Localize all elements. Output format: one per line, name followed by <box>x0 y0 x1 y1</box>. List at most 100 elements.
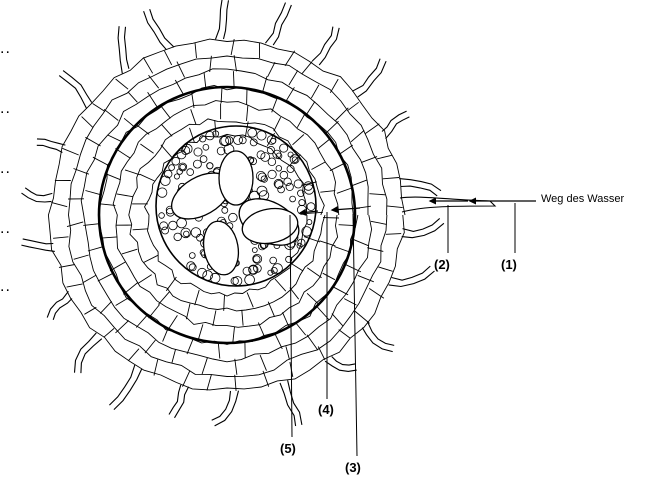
cortex-cell-wall <box>242 310 243 326</box>
cortex-cell-wall <box>318 346 325 360</box>
cortex-cell-wall <box>337 188 353 194</box>
stele-cell <box>268 170 276 178</box>
cortex-cell-wall <box>345 264 361 272</box>
root-hair <box>332 357 356 366</box>
stele-cell <box>177 218 187 228</box>
cortex-cell-wall <box>235 359 237 375</box>
stele-cell <box>203 144 209 150</box>
cortex-cell-wall <box>355 311 370 323</box>
cortex-cell-wall <box>348 102 359 110</box>
stele-cell <box>280 144 288 152</box>
root-hair <box>280 383 296 426</box>
cortex-cell-wall <box>320 191 335 193</box>
cortex-cell-wall <box>83 275 97 283</box>
cortex-cell-wall <box>247 105 248 121</box>
cortex-cell-wall <box>67 284 83 287</box>
cortex-cell-wall <box>187 339 193 355</box>
cortex-cell-wall <box>133 229 149 230</box>
cortex-cell-wall <box>163 329 168 342</box>
cortex-cell-wall <box>101 237 117 238</box>
stele-cell <box>248 128 257 137</box>
root-hair <box>23 239 54 244</box>
cortex-cell-wall <box>289 70 298 85</box>
cortex-cell-wall <box>172 350 176 364</box>
cortex-cell-wall <box>124 118 134 127</box>
stele-cell <box>161 176 171 186</box>
root-hair <box>352 59 380 92</box>
cortex-cell-wall <box>352 180 368 186</box>
cortex-cell-wall <box>140 144 153 153</box>
marker-1: (1) <box>501 257 517 272</box>
cortex-cell-wall <box>361 157 377 163</box>
cortex-cell-wall <box>93 104 105 112</box>
root-hair <box>37 145 63 152</box>
water-arrow-head <box>470 198 475 203</box>
stele-cell <box>307 203 315 211</box>
answer-blank-4: .. <box>0 220 11 238</box>
cortex-cell-wall <box>369 194 385 195</box>
xylem-vessel <box>219 151 253 205</box>
cortex-cell-wall <box>272 97 278 112</box>
cortex-cell-wall <box>336 108 349 121</box>
cortex-cell-wall <box>258 323 265 339</box>
root-hair <box>59 76 86 109</box>
root-hair <box>37 139 65 145</box>
cortex-cell-wall <box>83 224 99 226</box>
cortex-cell-wall <box>82 117 93 128</box>
cortex-cell-wall <box>136 124 149 134</box>
stele-cell <box>160 222 168 230</box>
water-path-arrows <box>300 198 536 215</box>
stele-cell <box>299 200 305 206</box>
cortex-cell-wall <box>268 62 275 77</box>
cortex-cell-wall <box>136 315 147 327</box>
cortex-cell-wall <box>378 267 392 271</box>
cortex-ring <box>48 39 405 390</box>
stele-cell <box>229 213 238 222</box>
root-hair <box>392 266 431 280</box>
stele-cell <box>270 257 277 264</box>
cortex-cell-wall <box>51 202 67 206</box>
cortex-cell-wall <box>307 268 321 278</box>
root-hair <box>386 117 410 139</box>
cortex-cell-wall <box>286 87 295 101</box>
stele-cell <box>286 183 293 190</box>
cortex-cell-wall <box>154 359 158 375</box>
cortex-cell-wall <box>108 135 123 142</box>
cortex-cell-wall <box>291 263 303 271</box>
cortex-ring <box>129 119 325 311</box>
cortex-cell-wall <box>166 277 176 291</box>
stele-cell <box>193 160 201 168</box>
cortex-cell-wall <box>296 323 306 335</box>
root-hair <box>212 391 231 420</box>
cortex-cell-wall <box>160 105 170 118</box>
cortex-cell-wall <box>128 349 139 361</box>
stele-cell <box>243 267 251 275</box>
root-hair <box>312 27 333 61</box>
stele-cell <box>174 233 182 241</box>
stele-cell <box>290 196 296 202</box>
stele-cell <box>187 262 195 270</box>
cortex-cell-wall <box>145 340 156 353</box>
cortex-cell-wall <box>386 234 401 235</box>
stele-cell <box>294 180 302 188</box>
root-hair <box>53 299 72 320</box>
cortex-ring <box>69 56 387 377</box>
stele-cell <box>194 148 202 156</box>
root-hair <box>21 245 54 251</box>
root-hair <box>362 328 392 352</box>
stele-cell <box>169 165 175 171</box>
cortex-cell-wall <box>285 51 295 66</box>
root-hair <box>403 218 440 231</box>
cortex-cell-wall <box>144 255 158 262</box>
cortex-cell-wall <box>116 298 130 306</box>
stele-cell <box>253 256 260 263</box>
cortex-cell-wall <box>312 162 326 170</box>
answer-blank-5: .. <box>0 278 11 296</box>
stele-cell <box>169 221 178 230</box>
cortex-cell-wall <box>333 287 348 295</box>
cortex-cell-wall <box>195 290 200 305</box>
cortex-cell-wall <box>286 346 290 359</box>
cortex-cell-wall <box>88 247 103 251</box>
cortex-cell-wall <box>306 102 315 115</box>
cortex-cell-wall <box>268 302 274 317</box>
